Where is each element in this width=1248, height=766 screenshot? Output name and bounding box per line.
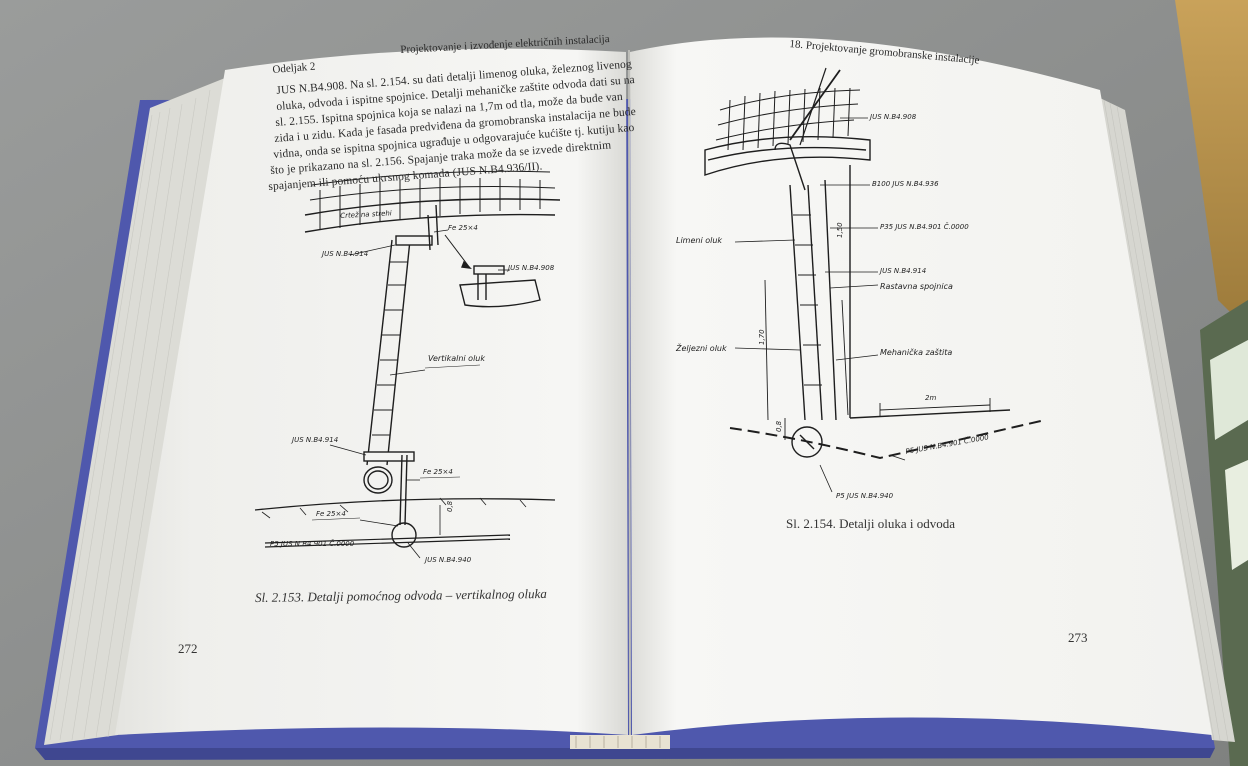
figure-label: P35 JUS N.B4.901 Č.0000 bbox=[880, 223, 969, 231]
figure-label: Vertikalni oluk bbox=[428, 354, 485, 363]
figure-label: Rastavna spojnica bbox=[880, 282, 953, 291]
figure-label: JUS N.B4.940 bbox=[425, 556, 472, 564]
figure-label: 1,70 bbox=[758, 329, 766, 345]
right-figure-drawing bbox=[704, 67, 1046, 493]
figure-label: B100 JUS N.B4.936 bbox=[872, 180, 939, 188]
figure-label: Fe 25×4 bbox=[316, 510, 346, 518]
left-page-number: 272 bbox=[178, 641, 198, 656]
right-page bbox=[630, 37, 1212, 735]
right-page-number: 273 bbox=[1068, 630, 1088, 645]
figure-label: JUS N.B4.914 bbox=[292, 436, 339, 444]
figure-label: JUS N.B4.908 bbox=[508, 264, 555, 272]
figure-label: P5 JUS N.B4.901 Č.0000 bbox=[270, 540, 355, 548]
figure-label: JUS N.B4.908 bbox=[870, 113, 917, 121]
figure-label: Fe 25×4 bbox=[423, 468, 453, 476]
figure-label: Limeni oluk bbox=[676, 236, 723, 245]
figure-label: 0,8 bbox=[446, 500, 454, 512]
figure-label: 1,50 bbox=[836, 222, 844, 238]
figure-label: 0,8 bbox=[775, 420, 783, 432]
figure-label: Fe 25×4 bbox=[448, 224, 478, 232]
figure-label: Mehanička zaštita bbox=[880, 348, 953, 357]
figure-label: JUS N.B4.914 bbox=[322, 250, 369, 258]
left-figure-drawing bbox=[254, 170, 561, 559]
figure-label: JUS N.B4.914 bbox=[880, 267, 927, 275]
right-figure-caption: Sl. 2.154. Detalji oluka i odvoda bbox=[786, 516, 955, 531]
figure-label: P5 JUS N.B4.940 bbox=[836, 492, 894, 500]
figure-label: Željezni oluk bbox=[676, 344, 727, 353]
left-page bbox=[115, 48, 628, 736]
figure-label: 2m bbox=[925, 394, 937, 402]
window-frame bbox=[1175, 0, 1248, 330]
